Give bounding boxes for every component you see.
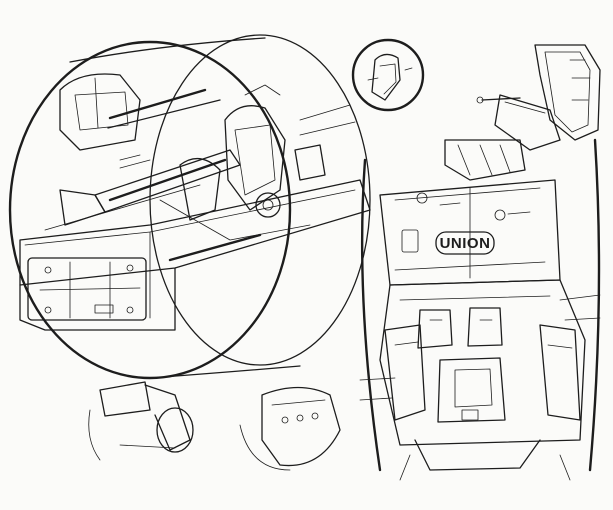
small-detail-inset	[351, 38, 425, 112]
union-logo-plate: UNION	[435, 231, 495, 255]
cockpit-interior: UNION	[359, 138, 601, 481]
hand-control-detail	[239, 386, 341, 471]
magnified-detail-view	[8, 34, 371, 380]
union-logo-text: UNION	[440, 235, 491, 252]
pilot-seat-detail	[444, 44, 601, 181]
grip-detail	[88, 381, 194, 461]
